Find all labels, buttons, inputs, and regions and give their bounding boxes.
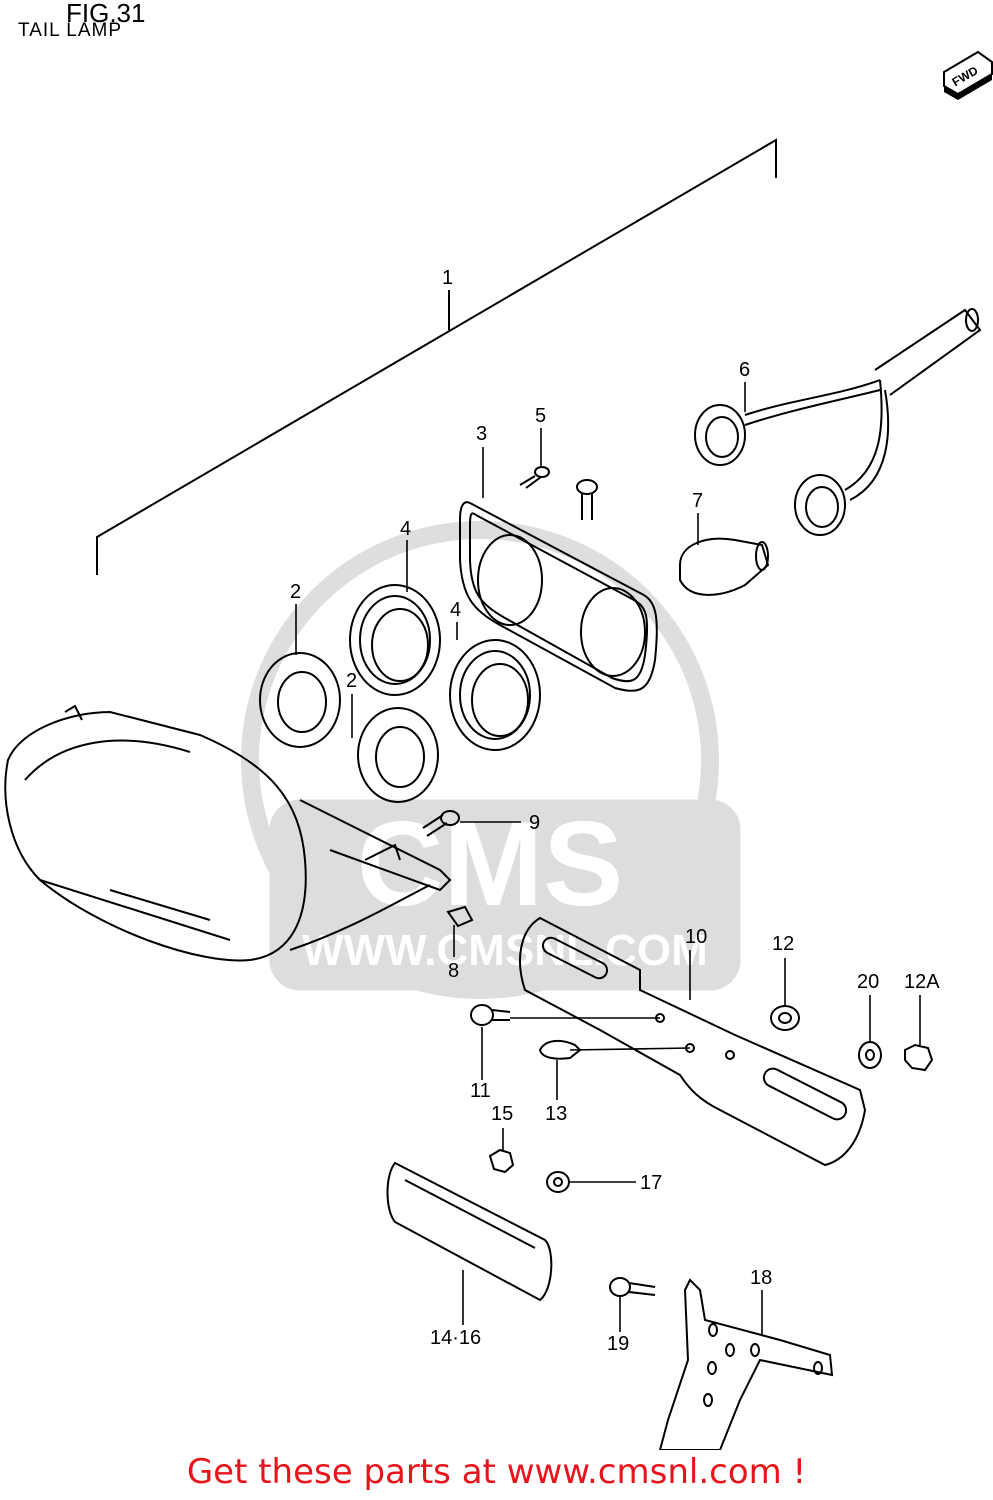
callout-8: 8	[448, 960, 459, 982]
callout-13: 13	[545, 1103, 567, 1125]
callout-11: 11	[470, 1080, 491, 1102]
footer-cta: Get these parts at www.cmsnl.com !	[0, 1452, 993, 1492]
tapping-screw	[422, 810, 460, 837]
bulb	[679, 537, 770, 596]
washer	[858, 1041, 882, 1069]
footer-link[interactable]: www.cmsnl.com	[506, 1452, 782, 1492]
watermark-ring	[241, 521, 719, 999]
watermark-brand: CMS	[357, 797, 624, 931]
callout-9: 9	[529, 812, 540, 834]
callout-5: 5	[535, 405, 546, 427]
footer-prefix: Get these parts at	[186, 1452, 507, 1492]
flange-nut	[770, 1005, 800, 1031]
reflector	[386, 1161, 553, 1302]
lens-holder-lower	[449, 639, 541, 751]
callout-17: 17	[640, 1172, 662, 1194]
callout-18: 18	[750, 1267, 772, 1289]
bolt-k	[470, 1004, 511, 1026]
callout-15: 15	[491, 1103, 513, 1125]
lens-holder-upper	[349, 584, 441, 696]
callout-12: 12	[772, 933, 794, 955]
clip	[446, 905, 474, 928]
tail-lamp-housing	[4, 704, 452, 962]
callout-4-upper: 4	[400, 518, 411, 540]
nut-17	[546, 1171, 570, 1193]
callout-2-upper: 2	[290, 581, 301, 603]
callout-3: 3	[476, 423, 487, 445]
callout-20: 20	[857, 971, 879, 993]
hex-nut	[904, 1043, 934, 1072]
license-bracket-plate	[519, 916, 867, 1167]
fwd-arrow-icon: FWD	[943, 50, 993, 100]
lens-ring-upper	[259, 652, 341, 748]
leader-lines	[295, 382, 921, 1335]
callout-12a: 12A	[904, 971, 940, 993]
callout-10: 10	[685, 926, 707, 948]
watermark-site: WWW.CMSNL.COM	[302, 926, 708, 975]
callout-6: 6	[739, 359, 750, 381]
watermark: CMS WWW.CMSNL.COM	[241, 521, 741, 999]
screw-gasket	[576, 479, 598, 520]
callout-1: 1	[442, 267, 453, 289]
figure-number: FIG.31	[66, 0, 146, 28]
gasket-plate	[459, 501, 658, 692]
screw-small	[519, 466, 550, 489]
callout-7: 7	[692, 490, 703, 512]
exploded-parts-diagram: CMS WWW.CMSNL.COM FWD	[4, 50, 993, 1450]
bolt-19	[609, 1277, 656, 1297]
footer-suffix: !	[781, 1452, 807, 1492]
callout-4-lower: 4	[450, 599, 461, 621]
callout-19: 19	[607, 1333, 629, 1355]
assembly-bracket	[96, 138, 777, 575]
callout-14-16: 14·16	[430, 1327, 481, 1349]
socket-harness	[694, 308, 982, 536]
callout-2-lower: 2	[346, 670, 357, 692]
watermark-plate	[269, 799, 741, 991]
lens-ring-lower	[357, 707, 439, 803]
lower-bracket	[658, 1278, 834, 1450]
callout-labels: 1 2 2 3 4 4 5 6 7 8 9 10 11 12 12A 13 14…	[290, 267, 940, 1355]
nut-15	[488, 1148, 515, 1174]
figure-title: TAIL LAMP	[18, 20, 123, 41]
